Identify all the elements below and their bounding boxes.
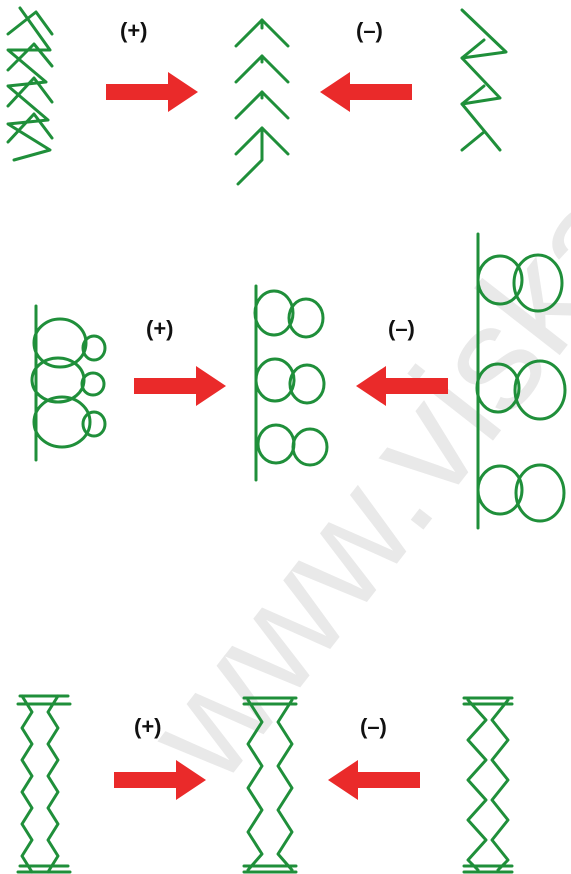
plus-label: (+) [134,714,162,739]
zigzag-stitch-dense-icon [16,694,72,874]
feather-stitch-dense-icon [6,6,54,162]
row-shell-stitch: (+) (–) [30,232,567,530]
row-feather-stitch: (+) (–) [6,6,508,186]
shell-stitch-dense-icon [30,304,107,462]
plus-label: (+) [146,316,174,341]
row-zigzag-stitch: (+) (–) [16,694,514,874]
watermark-text: www.viska [112,154,571,810]
arrow-left-icon [320,72,412,112]
feather-stitch-sparse-icon [460,8,508,152]
arrow-left-icon [328,760,420,800]
shell-stitch-sparse-icon [475,232,567,530]
arrow-right-icon [114,760,206,800]
plus-label: (+) [120,18,148,43]
arrow-right-icon [134,366,226,406]
arrow-right-icon [106,72,198,112]
minus-label: (–) [388,316,415,341]
feather-stitch-normal-icon [234,18,290,186]
arrow-left-icon [356,366,448,406]
shell-stitch-normal-icon [253,284,329,482]
zigzag-stitch-sparse-icon [462,696,514,874]
minus-label: (–) [356,18,383,43]
zigzag-stitch-normal-icon [242,696,298,874]
minus-label: (–) [360,714,387,739]
